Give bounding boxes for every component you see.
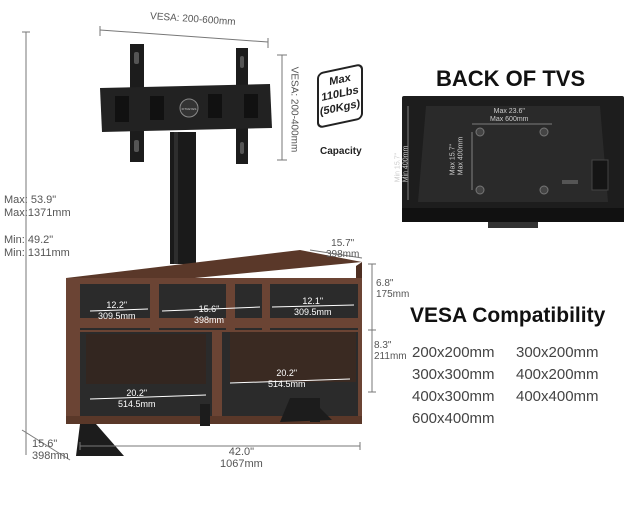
min-height-imperial: Min: 49.2" bbox=[4, 234, 54, 246]
vesa-size: 300x300mm bbox=[412, 366, 495, 383]
stand-illustration: FITUEYES bbox=[21, 26, 376, 461]
tv-max-width-label: Max 23.6" Max 600mm bbox=[490, 108, 529, 124]
vesa-size: 300x200mm bbox=[516, 344, 599, 361]
bottom-left-label: 20.2" 514.5mm bbox=[118, 388, 156, 410]
tv-min-height-label: Min 15.7" Min 400mm bbox=[394, 146, 410, 183]
vesa-compat-heading: VESA Compatibility bbox=[410, 304, 606, 327]
capacity-badge: Max 110Lbs (50Kgs) bbox=[317, 63, 363, 129]
max-height-metric: Max:1371mm bbox=[4, 207, 71, 219]
vesa-size: 400x200mm bbox=[516, 366, 599, 383]
vesa-size: 200x200mm bbox=[412, 344, 495, 361]
bracket-logo: FITUEYES bbox=[182, 107, 197, 111]
top-depth-imperial: 15.7" bbox=[331, 238, 355, 249]
vesa-compat-list: 200x200mm 300x200mm 300x300mm 400x200mm 40… bbox=[412, 342, 620, 430]
bottom-shelf-height-label: 8.3" 211mm bbox=[374, 340, 407, 362]
min-height-label: Min: 49.2" Min: 1311mm bbox=[4, 234, 70, 260]
tv-mount-bracket bbox=[100, 44, 272, 164]
vesa-row: 200x200mm 300x200mm bbox=[412, 342, 620, 364]
capacity-label: Capacity bbox=[320, 146, 362, 157]
vesa-size: 600x400mm bbox=[412, 410, 495, 427]
vesa-row: 400x300mm 400x400mm bbox=[412, 386, 620, 408]
vesa-row: 300x300mm 400x200mm bbox=[412, 364, 620, 386]
tv-max-height-label: Max 15.7" Max 400mm bbox=[449, 137, 465, 176]
top-shelf-height-imperial: 6.8" bbox=[376, 278, 394, 289]
base-depth-label: 15.6" 398mm bbox=[32, 438, 69, 462]
height-dim-line bbox=[22, 31, 30, 455]
bottom-left-metric: 514.5mm bbox=[118, 399, 156, 409]
total-width-metric: 1067mm bbox=[220, 458, 263, 470]
small-cubby-metric: 309.5mm bbox=[98, 311, 136, 321]
vesa-size: 400x400mm bbox=[516, 388, 599, 405]
min-height-metric: Min: 1311mm bbox=[4, 247, 70, 259]
right-cubby-metric: 309.5mm bbox=[294, 307, 332, 317]
middle-cubby-imperial: 15.6" bbox=[198, 304, 220, 314]
vesa-height-label: VESA: 200-400mm bbox=[288, 66, 300, 153]
vesa-size: 400x300mm bbox=[412, 388, 495, 405]
small-cubby-imperial: 12.2" bbox=[106, 300, 128, 310]
bottom-left-imperial: 20.2" bbox=[126, 388, 148, 398]
tv-back-image: Max 23.6" Max 600mm Max 15.7" Max 400mm … bbox=[394, 96, 624, 230]
depth-dim-lines bbox=[21, 249, 376, 461]
tv-back-graphic bbox=[402, 96, 624, 228]
tv-max-height-imperial: Max 15.7" bbox=[449, 143, 457, 176]
base-depth-metric: 398mm bbox=[32, 450, 69, 462]
vesa-width-line bbox=[99, 26, 269, 48]
base-depth-imperial: 15.6" bbox=[32, 438, 58, 450]
vesa-row: 600x400mm bbox=[412, 408, 620, 430]
middle-cubby-metric: 398mm bbox=[194, 315, 225, 325]
bottom-right-metric: 514.5mm bbox=[268, 379, 306, 389]
top-depth-label: 15.7" 398mm bbox=[326, 238, 359, 260]
total-width-imperial: 42.0" bbox=[228, 446, 255, 458]
top-depth-metric: 398mm bbox=[326, 249, 360, 260]
top-shelf-height-metric: 175mm bbox=[376, 289, 410, 300]
tv-max-height-metric: Max 400mm bbox=[457, 136, 465, 176]
bottom-shelf-height-imperial: 8.3" bbox=[374, 340, 392, 351]
max-height-label: Max: 53.9" Max:1371mm bbox=[4, 194, 71, 220]
cubby-width-lines bbox=[89, 304, 355, 400]
total-width-label: 42.0" 1067mm bbox=[220, 446, 263, 470]
small-cubby-label: 12.2" 309.5mm bbox=[98, 300, 136, 322]
right-cubby-label: 12.1" 309.5mm bbox=[294, 296, 332, 318]
back-of-tvs-heading: BACK OF TVS bbox=[436, 66, 586, 91]
bottom-right-imperial: 20.2" bbox=[276, 368, 298, 378]
right-cubby-imperial: 12.1" bbox=[302, 296, 324, 306]
tv-max-width-metric: Max 600mm bbox=[490, 116, 529, 123]
bottom-shelf-height-metric: 211mm bbox=[374, 351, 407, 362]
support-pole bbox=[170, 132, 196, 264]
top-shelf-height-label: 6.8" 175mm bbox=[376, 278, 409, 300]
max-height-imperial: Max: 53.9" bbox=[4, 194, 57, 206]
bottom-right-label: 20.2" 514.5mm bbox=[268, 368, 306, 390]
vesa-height-line bbox=[277, 54, 287, 161]
metal-legs bbox=[76, 398, 332, 456]
middle-cubby-label: 15.6" 398mm bbox=[194, 304, 224, 326]
tv-max-width-imperial: Max 23.6" bbox=[493, 108, 525, 115]
tv-min-height-metric: Min 400mm bbox=[402, 145, 410, 183]
tv-min-height-imperial: Min 15.7" bbox=[394, 152, 402, 183]
